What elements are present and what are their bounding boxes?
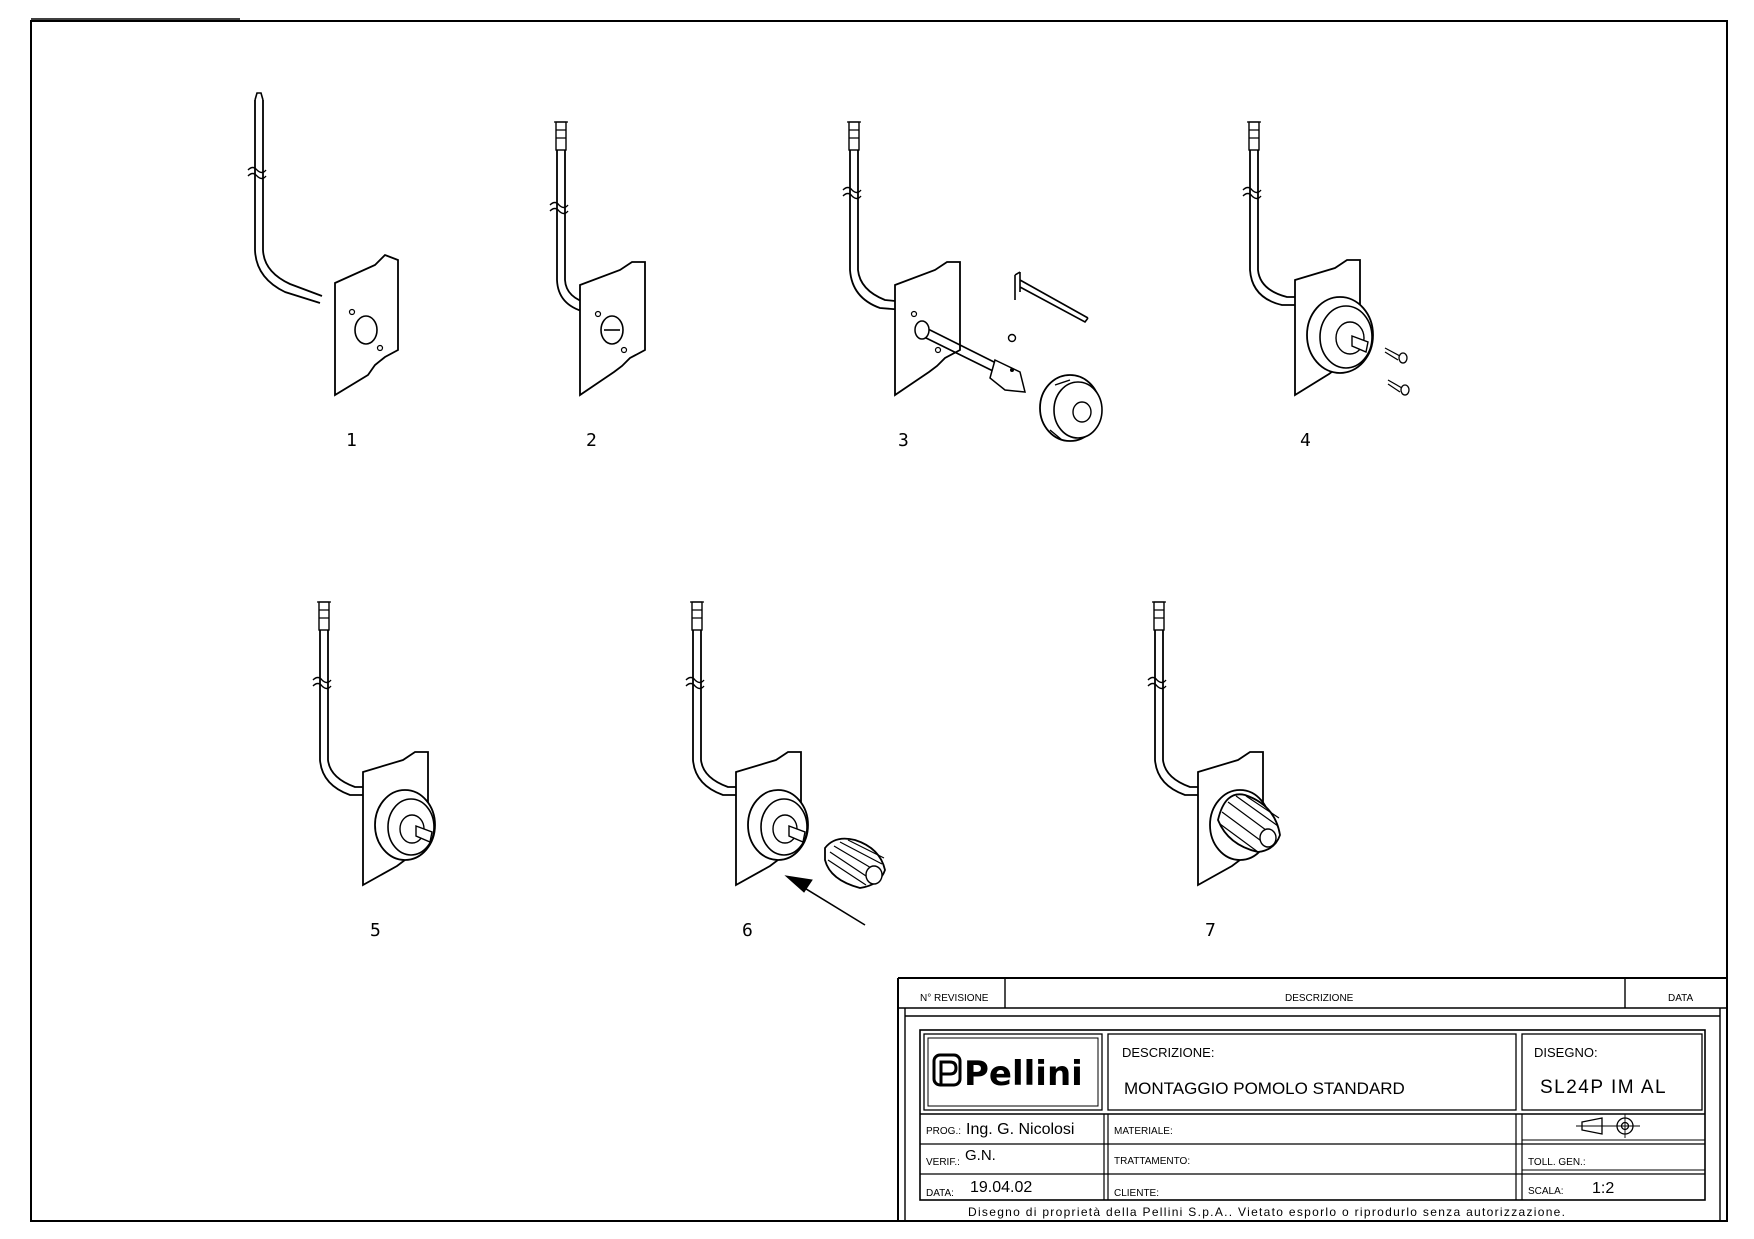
first-angle-projection-icon: [1576, 1114, 1640, 1138]
ownership-note: Disegno di proprietà della Pellini S.p.A…: [968, 1205, 1566, 1219]
title-block: Pellini DESCRIZIONE: MONTAGGIO POMOLO ST…: [919, 1029, 1706, 1219]
drawing-number-label: DISEGNO:: [1534, 1045, 1598, 1060]
step-number: 5: [370, 920, 381, 941]
date-label: DATA:: [926, 1188, 954, 1199]
step-2-illustration: [549, 121, 646, 397]
step-6-illustration: [685, 601, 886, 926]
tolerance-label: TOLL. GEN.:: [1528, 1157, 1586, 1168]
material-label: MATERIALE:: [1114, 1126, 1173, 1137]
client-label: CLIENTE:: [1114, 1188, 1159, 1199]
step-number: 6: [742, 920, 753, 941]
scale-value: 1:2: [1592, 1180, 1614, 1197]
date-value: 19.04.02: [970, 1179, 1032, 1196]
company-logo: Pellini: [932, 1053, 1083, 1094]
step-7-illustration: [1147, 601, 1281, 887]
verif-value: G.N.: [965, 1147, 996, 1164]
verif-label: VERIF.:: [926, 1157, 960, 1168]
description-column-header: DESCRIZIONE: [1285, 993, 1354, 1004]
step-4-illustration: [1242, 121, 1410, 397]
description-label: DESCRIZIONE:: [1122, 1045, 1214, 1060]
prog-label: PROG.:: [926, 1126, 961, 1137]
description-value: MONTAGGIO POMOLO STANDARD: [1124, 1079, 1405, 1098]
step-3-illustration: [842, 121, 1103, 442]
sheet-border: [30, 20, 1728, 1222]
step-number: 4: [1300, 430, 1311, 451]
step-number: 3: [898, 430, 909, 451]
revision-column-header: N° REVISIONE: [920, 993, 989, 1004]
step-1-illustration: [247, 92, 399, 397]
scale-label: SCALA:: [1528, 1186, 1564, 1197]
prog-value: Ing. G. Nicolosi: [966, 1121, 1074, 1138]
date-column-header: DATA: [1668, 993, 1694, 1004]
company-name: Pellini: [964, 1054, 1083, 1094]
treatment-label: TRATTAMENTO:: [1114, 1156, 1190, 1167]
drawing-number-value: SL24P IM AL: [1540, 1077, 1667, 1098]
step-number: 7: [1205, 920, 1216, 941]
step-5-illustration: [312, 601, 436, 887]
step-number: 2: [586, 430, 597, 451]
step-number: 1: [346, 430, 357, 451]
revision-table: N° REVISIONE DESCRIZIONE DATA: [897, 977, 1727, 1221]
